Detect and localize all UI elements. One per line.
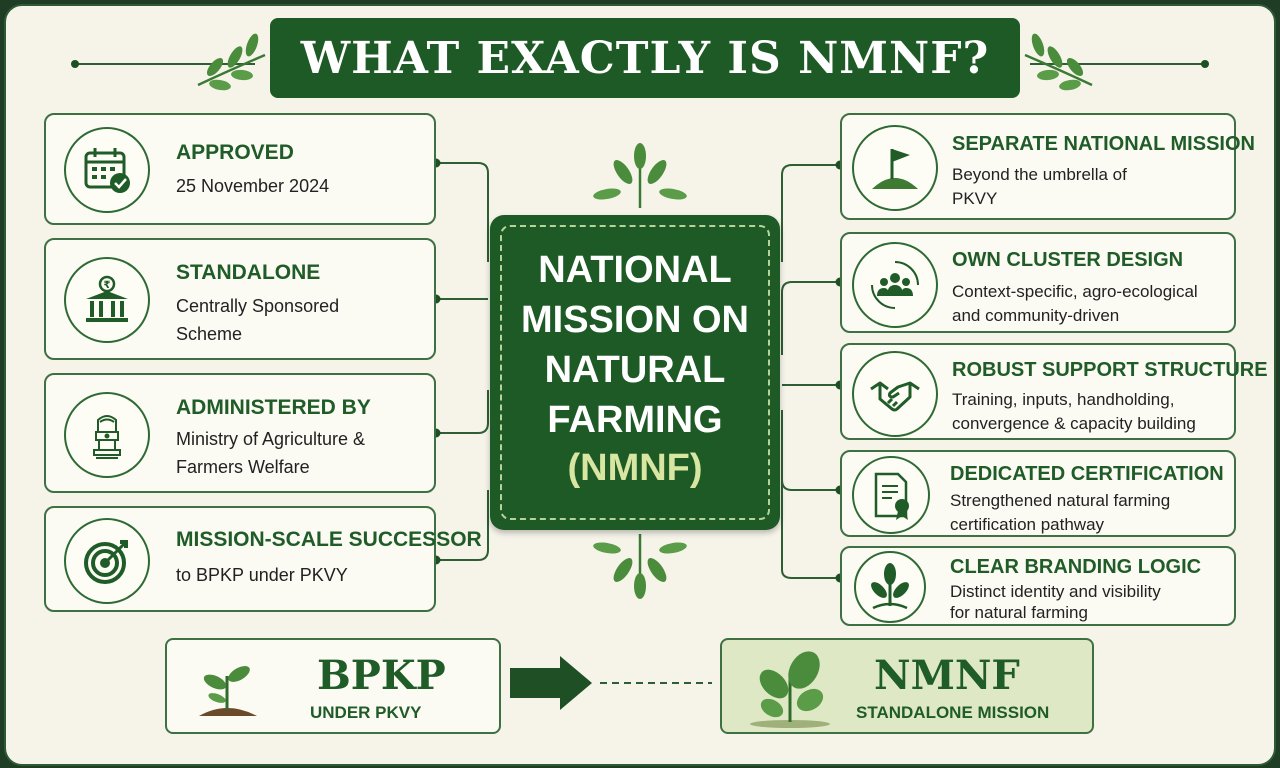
card-description: Beyond the umbrella of PKVY (952, 163, 1127, 211)
card-description: Training, inputs, handholding, convergenc… (952, 388, 1196, 436)
page-title: WHAT EXACTLY IS NMNF? (300, 32, 990, 84)
card-robust-support-structure: ROBUST SUPPORT STRUCTURE Training, input… (840, 343, 1268, 440)
mission-title-line: FARMING (547, 399, 723, 441)
card-mission-scale-successor: MISSION-SCALE SUCCESSOR to BPKP under PK… (44, 506, 482, 612)
target-icon (64, 518, 150, 604)
flag-on-hill-icon (852, 125, 938, 211)
card-heading: SEPARATE NATIONAL MISSION (952, 133, 1255, 155)
to-program-title: NMNF (874, 652, 1020, 699)
card-description-line: and community-driven (952, 306, 1120, 325)
card-heading: CLEAR BRANDING LOGIC (950, 556, 1202, 578)
card-approved: APPROVED 25 November 2024 (44, 113, 436, 225)
card-description-line: Ministry of Agriculture & (176, 429, 366, 449)
right-title-sprig-icon (1024, 33, 1093, 91)
card-description-line: Strengthened natural farming (950, 491, 1171, 510)
to-nmnf-box: NMNF STANDALONE MISSION (720, 638, 1094, 734)
national-emblem-icon (64, 392, 150, 478)
seedling-in-soil-icon (199, 666, 257, 716)
card-description-line: Scheme (176, 324, 243, 344)
center-mission-box: NATIONAL MISSION ON NATURAL FARMING (NMN… (490, 215, 780, 530)
to-program-subtitle: STANDALONE MISSION (856, 703, 1050, 722)
card-description: Ministry of Agriculture & Farmers Welfare (176, 425, 365, 481)
handshake-icon (852, 351, 938, 437)
card-description-line: Distinct identity and visibility (950, 582, 1161, 601)
svg-text:₹: ₹ (104, 280, 111, 291)
mission-title: NATIONAL MISSION ON NATURAL FARMING (490, 245, 780, 445)
card-description-line: PKVY (952, 189, 998, 208)
card-description-line: 25 November 2024 (176, 176, 330, 196)
certificate-icon (852, 456, 930, 534)
card-description-line: Farmers Welfare (176, 457, 310, 477)
calendar-check-icon (64, 127, 150, 213)
mission-title-line: NATURAL (544, 349, 726, 391)
card-heading: ADMINISTERED BY (176, 396, 371, 419)
card-description-line: Training, inputs, handholding, (952, 390, 1175, 409)
from-bpkp-box: BPKP UNDER PKVY (165, 638, 501, 734)
card-own-cluster-design: OWN CLUSTER DESIGN Context-specific, agr… (840, 232, 1236, 333)
from-program-subtitle: UNDER PKVY (310, 703, 422, 722)
mission-title-line: MISSION ON (520, 299, 750, 341)
card-administered-by: ADMINISTERED BY Ministry of Agriculture … (44, 373, 436, 493)
card-dedicated-certification: DEDICATED CERTIFICATION Strengthened nat… (840, 450, 1236, 537)
card-description: Context-specific, agro-ecological and com… (952, 280, 1198, 328)
young-plant-icon (750, 651, 830, 728)
card-description-line: convergence & capacity building (952, 414, 1196, 433)
title-banner: WHAT EXACTLY IS NMNF? (270, 18, 1020, 98)
card-description-line: to BPKP under PKVY (176, 565, 348, 585)
card-clear-branding-logic: CLEAR BRANDING LOGIC Distinct identity a… (840, 546, 1236, 626)
left-title-sprig-icon (197, 33, 266, 91)
bottom-center-sprig-icon (593, 534, 687, 599)
from-program-title: BPKP (317, 652, 446, 699)
card-description-line: Centrally Sponsored (176, 296, 340, 316)
card-heading: DEDICATED CERTIFICATION (950, 463, 1224, 485)
sprout-icon (854, 551, 926, 623)
mission-title-line: NATIONAL (538, 249, 732, 291)
card-description-line: certification pathway (950, 515, 1105, 534)
mission-abbreviation: (NMNF) (567, 447, 703, 489)
card-description-line: for natural farming (950, 603, 1088, 622)
card-heading: STANDALONE (176, 261, 321, 284)
card-description: Strengthened natural farming certificatio… (950, 489, 1170, 537)
card-description: to BPKP under PKVY (176, 561, 348, 589)
top-center-sprig-icon (593, 143, 687, 208)
card-heading: APPROVED (176, 141, 294, 164)
card-heading: ROBUST SUPPORT STRUCTURE (952, 359, 1268, 381)
card-description: Distinct identity and visibility for natu… (950, 581, 1161, 623)
card-description: 25 November 2024 (176, 172, 329, 200)
card-heading: MISSION-SCALE SUCCESSOR (176, 528, 482, 551)
card-heading: OWN CLUSTER DESIGN (952, 249, 1184, 271)
card-separate-national-mission: SEPARATE NATIONAL MISSION Beyond the umb… (840, 113, 1255, 220)
community-cluster-icon (852, 242, 938, 328)
card-description-line: Context-specific, agro-ecological (952, 282, 1198, 301)
government-building-icon: ₹ (64, 257, 150, 343)
card-description-line: Beyond the umbrella of (952, 165, 1127, 184)
